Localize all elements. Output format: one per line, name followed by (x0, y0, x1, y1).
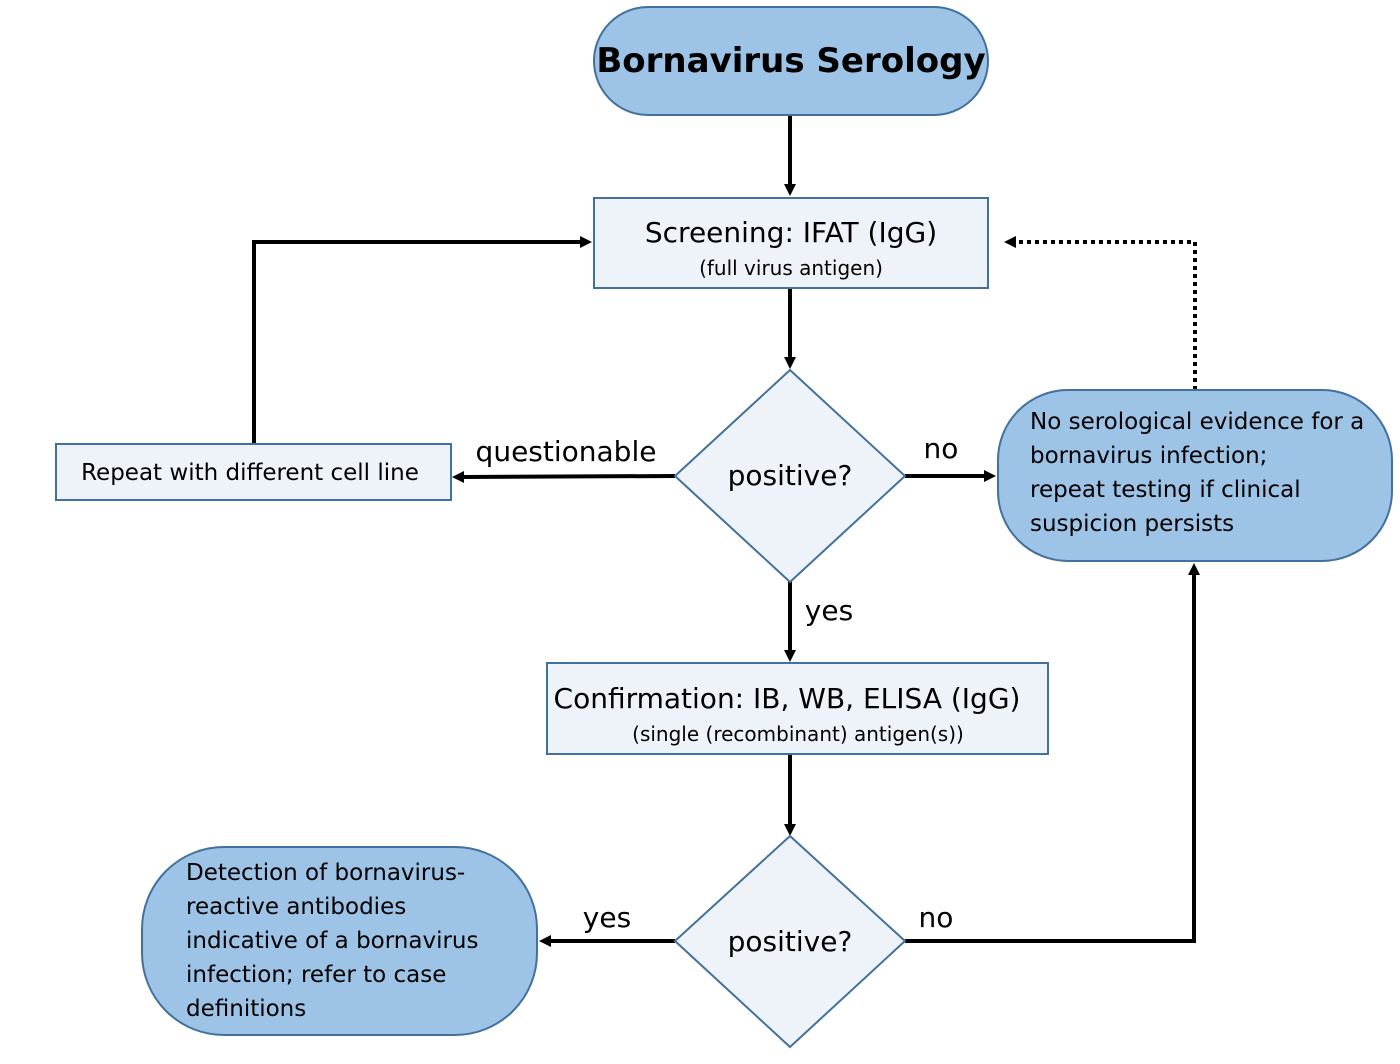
repeat-box (55, 443, 452, 501)
repeat-label: Repeat with different cell line (81, 460, 419, 486)
edge-label-questionable: questionable (476, 435, 657, 468)
detection-terminal-shape (141, 846, 538, 1036)
detection-line: indicative of a bornavirus (186, 928, 478, 954)
title-terminal-shape (593, 6, 989, 116)
edge-label-no1: no (924, 432, 959, 465)
arrowhead (784, 357, 796, 369)
arrowhead (784, 650, 796, 662)
screening-sublabel: (full virus antigen) (699, 256, 883, 280)
confirmation-label: Confirmation: IB, WB, ELISA (IgG) (554, 682, 1021, 715)
arrowhead (1004, 236, 1016, 248)
no-evidence-line: bornavirus infection; (1030, 443, 1267, 469)
arrowhead (580, 236, 592, 248)
arrowhead (984, 470, 996, 482)
no-evidence-line: suspicion persists (1030, 511, 1234, 537)
arrowhead (784, 824, 796, 836)
detection-line: Detection of bornavirus- (186, 860, 465, 886)
confirmation-sublabel: (single (recombinant) antigen(s)) (632, 722, 964, 746)
node-title: Bornavirus Serology (593, 6, 989, 116)
arrowhead (539, 935, 551, 947)
no-evidence-terminal-shape (997, 389, 1393, 562)
node-decision1: positive? (673, 368, 907, 584)
decision2-label: positive? (728, 925, 853, 958)
detection-line: infection; refer to case (186, 962, 446, 988)
edge-dotted-repeat (1016, 240, 1197, 390)
no-evidence-line: repeat testing if clinical (1030, 477, 1301, 503)
edge-label-no2: no (919, 901, 954, 934)
detection-line: reactive antibodies (186, 894, 406, 920)
edge-label-yes2: yes (583, 901, 631, 934)
node-screening: Screening: IFAT (IgG) (full virus antige… (593, 197, 989, 289)
confirmation-box (546, 662, 1049, 755)
arrowhead (1188, 563, 1200, 575)
connectors (252, 115, 1200, 947)
node-decision2: positive? (673, 834, 907, 1049)
arrowhead (784, 184, 796, 196)
node-confirmation: Confirmation: IB, WB, ELISA (IgG) (singl… (546, 662, 1049, 755)
node-no-evidence: No serological evidence for a bornavirus… (997, 389, 1393, 562)
edge-questionable (463, 474, 676, 479)
edge-repeat-to-screening (252, 240, 580, 443)
edge-labels: questionable no yes yes no (476, 432, 959, 934)
node-repeat: Repeat with different cell line (55, 443, 452, 501)
detection-line: definitions (186, 996, 306, 1022)
node-detection: Detection of bornavirus- reactive antibo… (141, 846, 538, 1036)
screening-box (593, 197, 989, 289)
no-evidence-line: No serological evidence for a (1030, 409, 1364, 435)
screening-label: Screening: IFAT (IgG) (645, 216, 937, 249)
edge-label-yes1: yes (805, 594, 853, 627)
decision2-diamond (673, 834, 907, 1049)
decision1-label: positive? (728, 459, 853, 492)
title-label: Bornavirus Serology (596, 41, 985, 81)
edge-no2 (905, 575, 1196, 943)
decision1-diamond (673, 368, 907, 584)
arrowhead (452, 471, 464, 483)
